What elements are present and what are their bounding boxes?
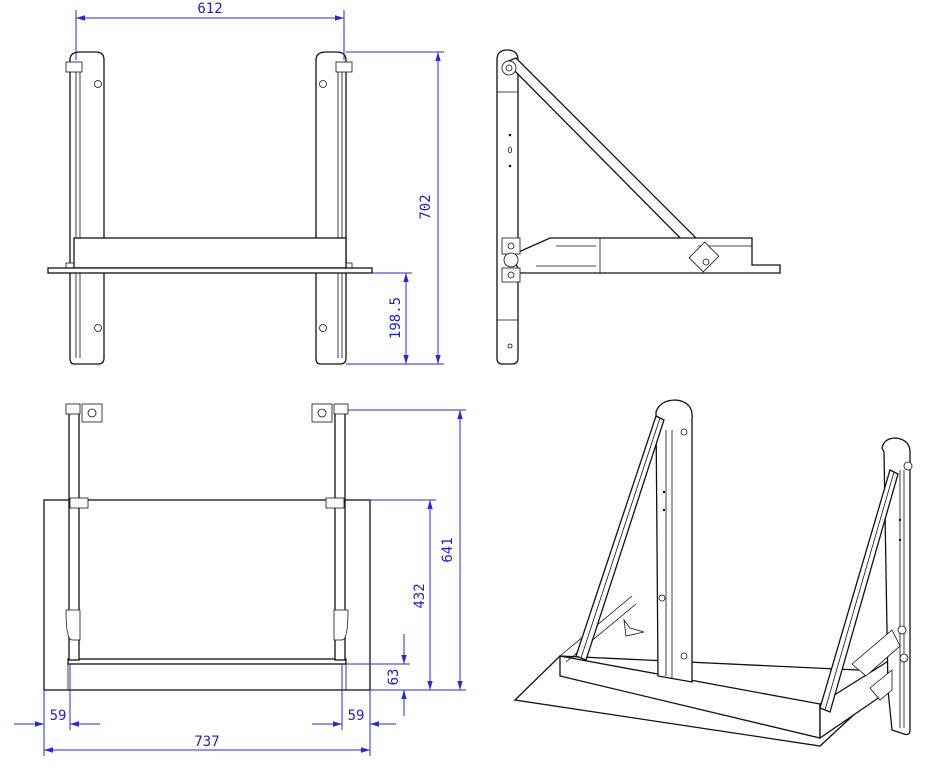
dim-lower-198-5: 198.5 (388, 297, 404, 339)
isometric-view (513, 399, 913, 747)
dim-left-59: 59 (50, 708, 67, 724)
dim-lip-63: 63 (386, 669, 402, 686)
dim-depth-641: 641 (440, 537, 456, 562)
side-view (496, 49, 781, 365)
top-view (43, 403, 371, 691)
dim-width-612: 612 (197, 1, 222, 17)
dim-height-702: 702 (418, 194, 434, 219)
front-view (47, 51, 373, 365)
dim-inner-432: 432 (412, 583, 428, 608)
dim-overall-737: 737 (194, 734, 219, 750)
top-dimensions: 641 432 63 59 59 737 (14, 409, 466, 756)
front-dimensions: 612 702 198.5 (75, 1, 444, 365)
dim-right-59: 59 (348, 708, 365, 724)
